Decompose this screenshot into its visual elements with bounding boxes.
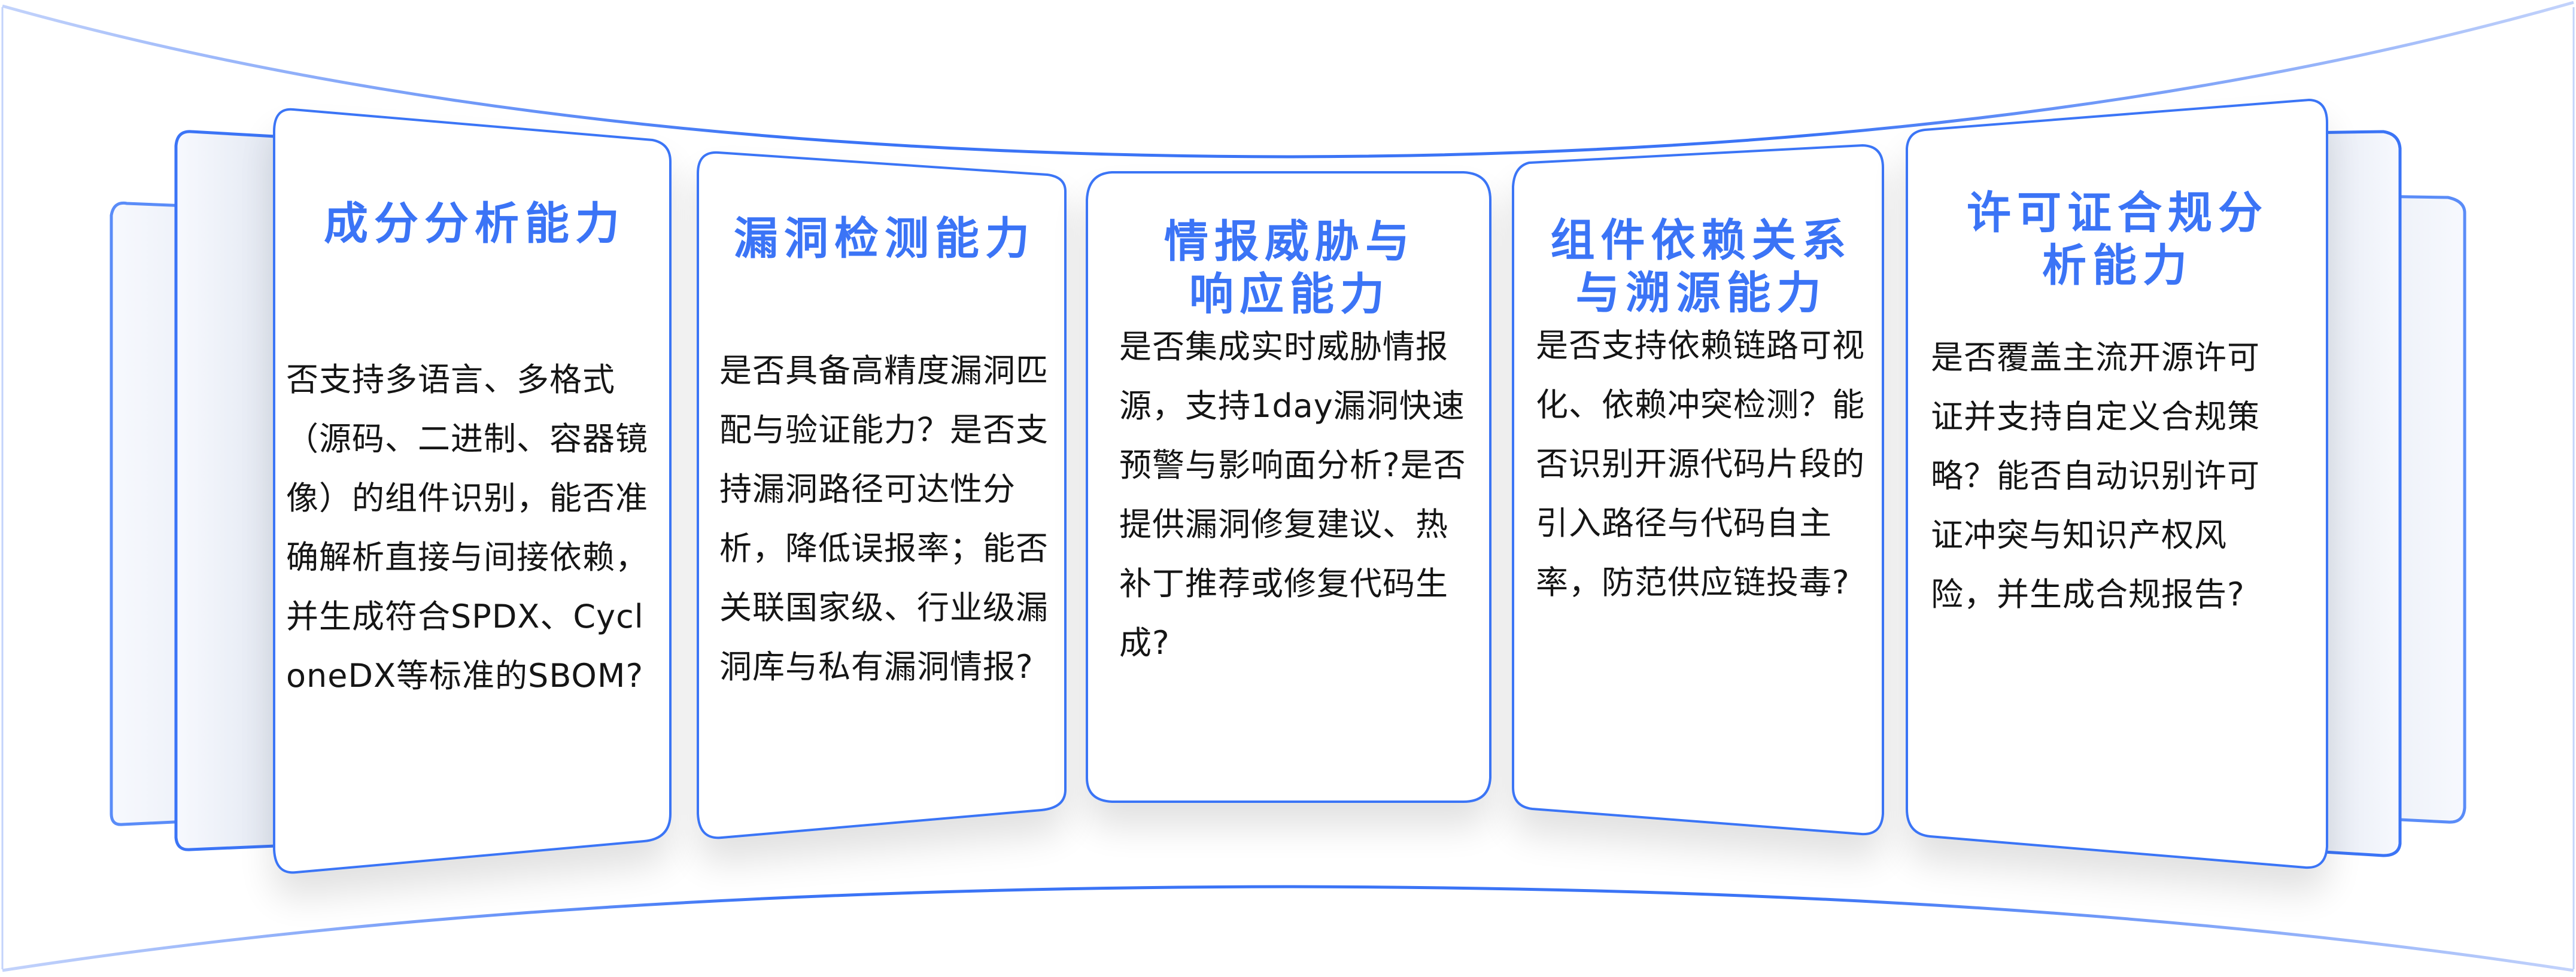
card-2-shape [697,151,1067,839]
card-title: 组件依赖关系与溯源能力 [1550,215,1852,319]
card-component-analysis: 成分分析能力 否支持多语言、多格式（源码、二进制、容器镜像）的组件识别，能否准确… [280,197,669,705]
card-title: 漏洞检测能力 [734,213,1035,264]
card-body: 否支持多语言、多格式（源码、二进制、容器镜像）的组件识别，能否准确解析直接与间接… [286,361,648,695]
card-5-shape [1906,98,2328,869]
frame-top-arc [2,1,2574,159]
card-vulnerability-detection: 漏洞检测能力 是否具备高精度漏洞匹配与验证能力？是否支持漏洞路径可达性分析，降低… [705,212,1064,696]
card-1-shape [273,108,672,874]
card-title: 成分分析能力 [324,198,625,249]
card-4-shape [1512,144,1884,836]
card-body: 是否集成实时威胁情报源，支持1day漏洞快速预警与影响面分析?是否提供漏洞修复建… [1119,328,1466,662]
card-threat-intel-response: 情报威胁与响应能力 是否集成实时威胁情报源，支持1day漏洞快速预警与影响面分析… [1095,215,1484,672]
card-title: 情报威胁与响应能力 [1164,216,1415,320]
card-body: 是否覆盖主流开源许可证并支持自定义合规策略？能否自动识别许可证冲突与知识产权风险… [1931,339,2260,613]
ghost-card-left-mid [174,130,277,851]
card-title: 许可证合规分析能力 [1967,187,2268,291]
card-dependency-traceability: 组件依赖关系与溯源能力 是否支持依赖链路可视化、依赖冲突检测？能否识别开源代码片… [1520,214,1882,612]
card-3-shape [1086,171,1491,803]
card-license-compliance: 许可证合规分析能力 是否覆盖主流开源许可证并支持自定义合规策略？能否自动识别许可… [1914,187,2321,624]
frame-bottom-arc [2,885,2574,972]
card-body: 是否支持依赖链路可视化、依赖冲突检测？能否识别开源代码片段的引入路径与代码自主率… [1536,327,1865,601]
card-body: 是否具备高精度漏洞匹配与验证能力？是否支持漏洞路径可达性分析，降低误报率；能否关… [719,352,1049,686]
